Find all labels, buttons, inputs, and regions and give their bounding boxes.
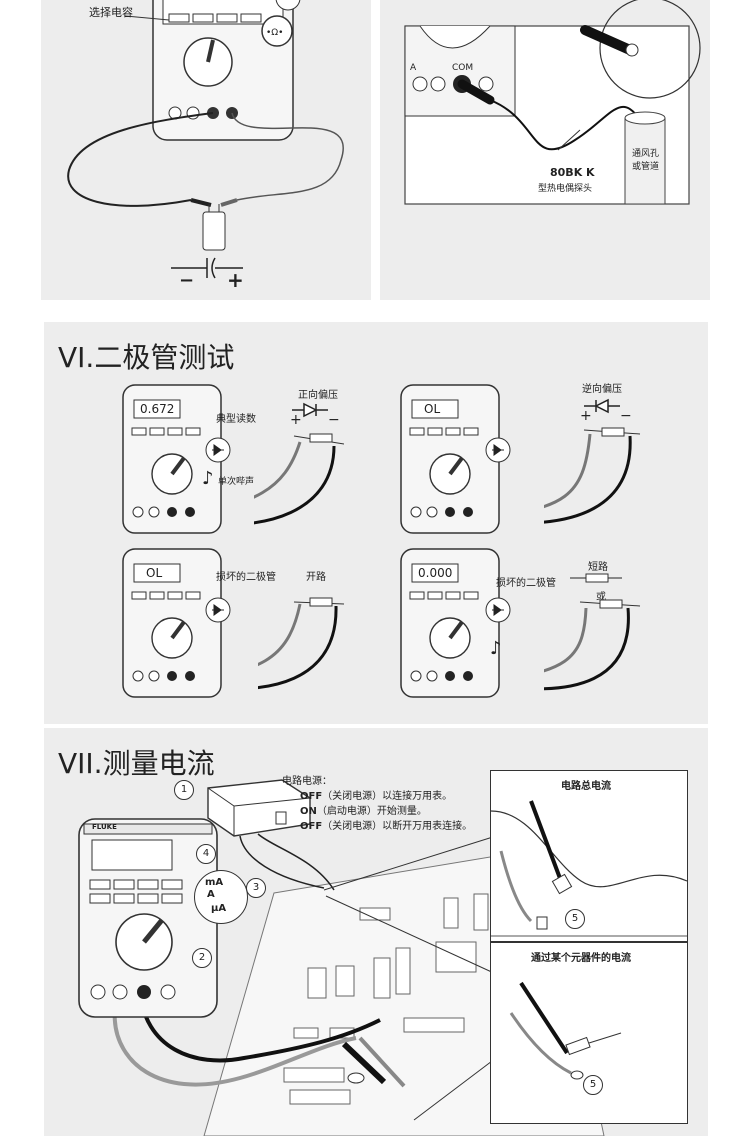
temperature-illustration [404,0,701,205]
jack-com-label: COM [452,63,474,73]
total-current-sketch [491,800,687,937]
step-key: OFF [300,791,323,802]
vent-line2-label: 或管道 [632,162,660,172]
callout-4: 4 [196,844,216,864]
brand-label: FLUKE [92,823,117,831]
bad-diode-label: 损坏的二极管 [496,578,556,589]
diode-bubble-icon [205,597,231,623]
open-diode-leads [258,597,345,690]
short-diode-leads [544,573,641,691]
display-reading: OL [424,402,441,416]
diode-bubble-icon [485,437,511,463]
svg-text:+: + [290,412,302,428]
svg-text:•Ω•: •Ω• [266,28,284,38]
diode-bubble-icon [485,597,511,623]
callout-1: 1 [174,780,194,800]
multimeter-graphic [122,384,222,534]
forward-diode-leads: + − [254,402,344,525]
total-current-title: 电路总电流 [561,781,611,792]
current-measurement-panel: VII.测量电流 [44,728,708,1136]
component-current-sketch [509,981,622,1080]
power-step-1: OFF（关闭电源）以连接万用表。 [300,789,452,804]
polarity-plus: + [227,268,244,292]
diode-test-panel: VI.二极管测试 0.672 典型读数 正向偏压 单次哔声 ♪ + − [44,322,708,724]
svg-text:+: + [580,408,592,424]
continuity-beep-icon: ♪ [490,638,502,659]
capacitance-panel: •Ω• 选择电容 − + [41,0,371,300]
short-circuit-label: 短路 [588,562,608,573]
step-text: （关闭电源）以连接万用表。 [322,791,453,802]
diode-section-title: VI.二极管测试 [58,341,235,374]
component-current-box: 通过某个元器件的电流 5 [490,942,688,1124]
diode-open-meter: OL [122,548,222,698]
svg-text:−: − [328,412,340,428]
callout-2: 2 [192,948,212,968]
diode-bubble-icon [205,437,231,463]
total-current-box: 电路总电流 5 [490,770,688,942]
jack-a-label: A [410,63,417,73]
range-a-label: A [207,889,215,900]
or-label: 或 [596,592,606,603]
diode-forward-meter: 0.672 [122,384,222,534]
typical-reading-label: 典型读数 [216,414,256,425]
capacitance-illustration: •Ω• [67,0,344,279]
polarity-minus: − [179,270,195,291]
display-reading: 0.672 [140,402,175,416]
step-text: （启动电源）开始测量。 [316,806,427,817]
diode-short-meter: 0.000 [400,548,500,698]
open-circuit-label: 开路 [306,572,326,583]
probe-type-label: 型热电偶探头 [538,184,593,194]
select-capacitance-label: 选择电容 [89,6,133,19]
forward-bias-label: 正向偏压 [298,390,338,401]
display-reading: OL [146,566,163,580]
probe-model-label: 80BK K [550,166,595,179]
current-section-title: VII.测量电流 [58,747,215,780]
multimeter-graphic [400,548,500,698]
reverse-diode-leads: + − [544,398,641,524]
power-step-2: ON（启动电源）开始测量。 [300,804,427,819]
step-key: ON [300,806,317,817]
circuit-power-label: 电路电源： [282,776,332,787]
reverse-bias-label: 逆向偏压 [582,384,622,395]
svg-text:−: − [620,408,632,424]
bad-diode-label: 损坏的二极管 [216,572,276,583]
range-ma-label: mA [205,877,224,888]
display-reading: 0.000 [418,566,453,580]
beep-note-icon: ♪ [202,468,214,489]
multimeter-graphic [400,384,500,534]
callout-5: 5 [583,1075,603,1095]
callout-3: 3 [246,878,266,898]
vent-line1-label: 通风孔 [632,149,660,159]
range-ua-label: µA [211,903,227,914]
single-beep-label: 单次哔声 [218,477,255,487]
callout-5: 5 [565,909,585,929]
multimeter-graphic [122,548,222,698]
diode-reverse-meter: OL [400,384,500,534]
step-text: （关闭电源）以断开万用表连接。 [322,821,473,832]
component-current-title: 通过某个元器件的电流 [531,953,631,964]
step-key: OFF [300,821,323,832]
current-range-bubble: mA A µA [194,870,248,924]
temperature-panel: A COM 80BK K 型热电偶探头 通风孔 或管道 [380,0,710,300]
power-step-3: OFF（关闭电源）以断开万用表连接。 [300,819,472,834]
